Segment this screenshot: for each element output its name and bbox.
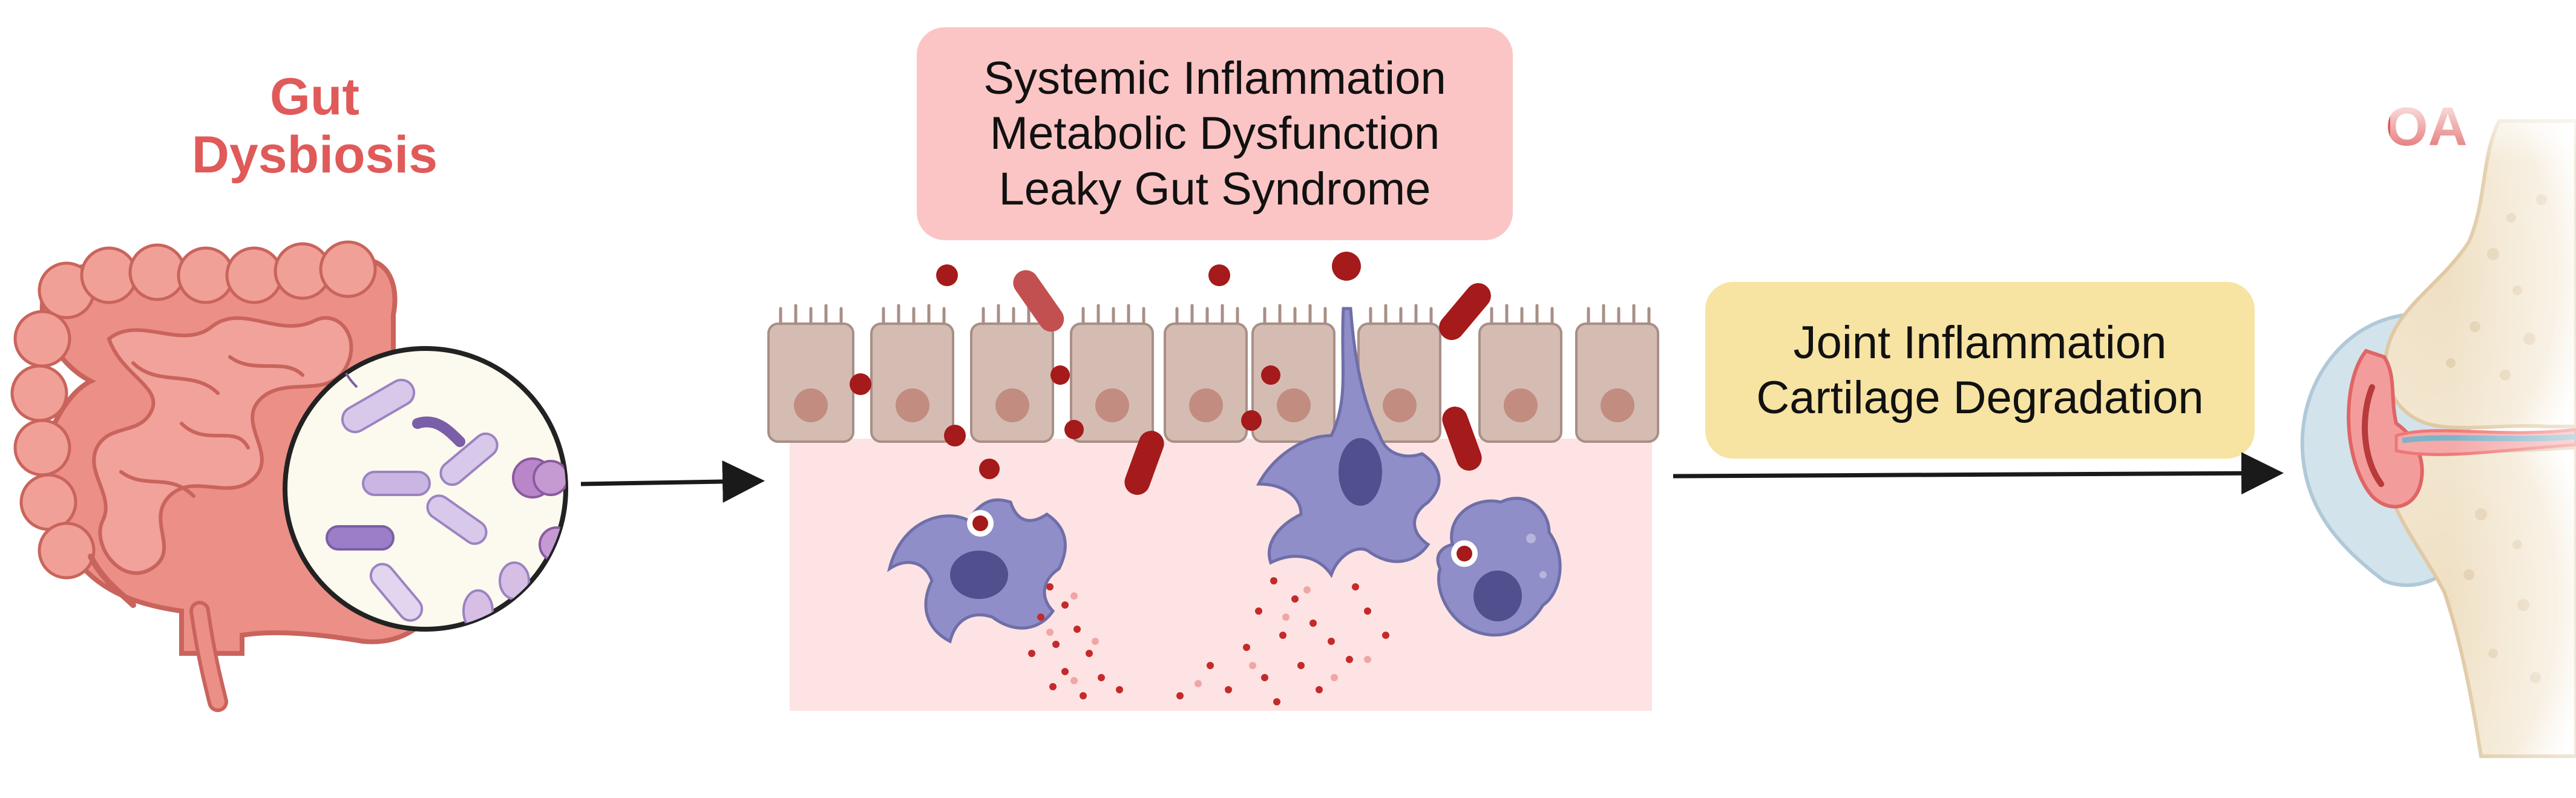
- gut-title-line2: Dysbiosis: [191, 126, 438, 185]
- degraded-cartilage: [2394, 428, 2576, 456]
- epithelial-cell: [1070, 322, 1154, 443]
- bacterium-rod-2: [362, 471, 431, 496]
- bacterium-round-3: [539, 526, 566, 563]
- bacterium-rod-5: [439, 432, 499, 486]
- bacterium-rod-3: [326, 525, 395, 551]
- joint-inflammation-text: Joint Inflammation: [1793, 316, 2167, 368]
- epithelial-cell: [1357, 322, 1441, 443]
- gut-title-line1: Gut: [269, 68, 360, 126]
- cytokine-dots: [1028, 577, 1389, 705]
- bacterium-round-1: [512, 457, 553, 499]
- bacterium-curved: [412, 416, 465, 447]
- mechanism-systemic-inflammation: Systemic Inflammation: [983, 53, 1446, 105]
- tibia: [2388, 445, 2576, 758]
- colon-haustra: [10, 240, 377, 580]
- lamina-propria: [790, 439, 1652, 711]
- epithelial-cells: [767, 322, 1659, 443]
- inflamed-synovium: [2347, 348, 2424, 509]
- oa-title: OA: [2385, 97, 2468, 157]
- translocated-particles: [850, 252, 1361, 479]
- intestine-illustration: [10, 240, 441, 712]
- bacterium-rod-6: [369, 563, 424, 622]
- gut-dysbiosis-title: Gut Dysbiosis: [139, 68, 490, 185]
- microvilli: [779, 304, 1651, 325]
- dendritic-cell-left: [887, 498, 1067, 644]
- femur: [2383, 119, 2576, 430]
- epithelial-cell: [870, 322, 954, 443]
- bacterium-rod-1: [341, 379, 416, 433]
- bacterium-rod-4: [426, 494, 488, 545]
- cartilage-degradation-text: Cartilage Degradation: [1756, 372, 2204, 424]
- joint-effects-box: Joint Inflammation Cartilage Degradation: [1705, 282, 2255, 459]
- epithelial-cell: [767, 322, 854, 443]
- epithelial-cell: [1164, 322, 1248, 443]
- captured-particle: [967, 510, 994, 537]
- intestinal-barrier-illustration: [767, 252, 1659, 711]
- mechanism-leaky-gut: Leaky Gut Syndrome: [998, 163, 1431, 215]
- dendritic-cell-center: [1256, 307, 1441, 578]
- joint-capsule: [2300, 312, 2471, 587]
- arrow-gut-to-barrier: [580, 460, 765, 503]
- bone-texture: [2446, 194, 2547, 683]
- mechanism-metabolic-dysfunction: Metabolic Dysfunction: [989, 108, 1440, 160]
- small-intestine: [92, 316, 353, 575]
- knee-joint-illustration: [2300, 91, 2576, 798]
- microbiome-magnifier: [283, 346, 568, 632]
- translocated-bacteria: [1013, 270, 1491, 495]
- epithelial-cell: [970, 322, 1054, 443]
- mechanisms-box: Systemic Inflammation Metabolic Dysfunct…: [917, 27, 1513, 240]
- arrow-barrier-to-joint: [1673, 452, 2284, 495]
- large-intestine: [39, 257, 441, 656]
- macrophage: [1436, 497, 1562, 637]
- bacterium-round-2: [533, 460, 566, 496]
- bacterium-oval-2: [499, 561, 530, 600]
- bacterium-oval-1: [462, 589, 494, 629]
- epithelial-cell: [1251, 322, 1336, 443]
- epithelial-cell: [1575, 322, 1659, 443]
- epithelial-cell: [1478, 322, 1562, 443]
